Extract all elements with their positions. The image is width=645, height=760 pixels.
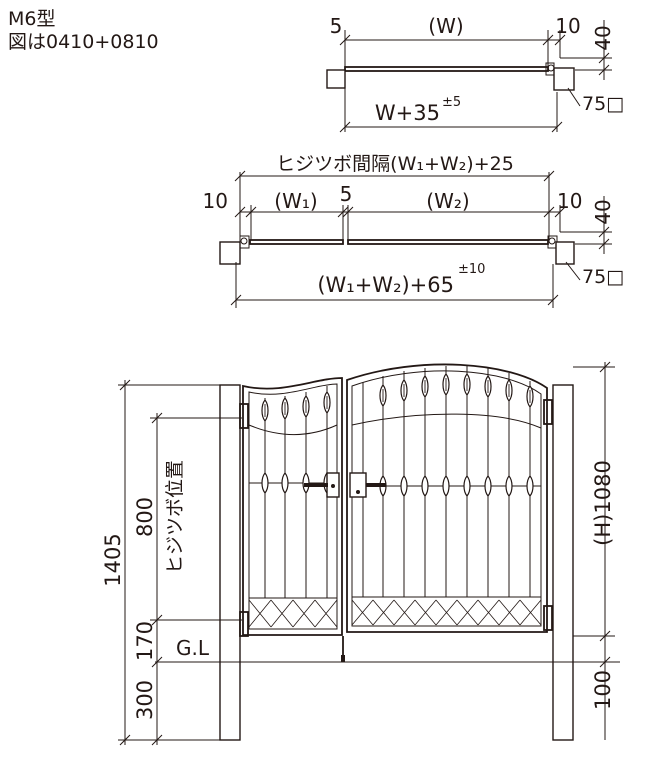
dim-double-left: 10 — [203, 189, 228, 213]
hinge-position-label: ヒジツボ位置 — [164, 460, 186, 574]
dim-single-left: 5 — [330, 14, 343, 38]
dim-single-total: W+35 — [375, 101, 440, 125]
post-right-plan-single — [553, 67, 575, 91]
dim-double-depth: 40 — [591, 199, 615, 224]
post-right-elevation — [552, 384, 574, 741]
dim-single-width: (W) — [428, 14, 463, 38]
dim-double-w2: (W₂) — [426, 189, 469, 213]
post-left-elevation — [219, 384, 241, 741]
dim-embed-depth: 300 — [133, 680, 157, 720]
dim-ground-clearance: 100 — [591, 670, 615, 710]
post-left-plan-single — [326, 69, 346, 89]
post-size-single: 75□ — [582, 93, 624, 115]
dim-double-total: (W₁+W₂)+65 — [317, 273, 454, 297]
gate-elevation — [118, 361, 620, 746]
dim-overall-height: 1405 — [101, 533, 125, 586]
dim-double-gap: 5 — [340, 182, 353, 206]
dim-hinge-span-vertical: 800 — [133, 497, 157, 537]
dim-single-total-tolerance: ±5 — [442, 95, 461, 110]
dim-double-total-tolerance: ±10 — [458, 262, 485, 277]
dim-single-right: 10 — [555, 14, 580, 38]
plan-single-gate — [326, 20, 612, 133]
dim-hinge-span: ヒジツボ間隔(W₁+W₂)+25 — [276, 153, 514, 175]
model-label: M6型 — [8, 8, 56, 30]
dim-single-depth: 40 — [591, 25, 615, 50]
dim-bottom-gap: 170 — [133, 621, 157, 661]
ground-level-label: G.L — [176, 636, 210, 660]
post-size-double: 75□ — [582, 266, 624, 288]
figure-note: 図は0410+0810 — [8, 31, 159, 53]
dim-double-w1: (W₁) — [274, 189, 317, 213]
plan-double-gate — [219, 170, 612, 308]
post-left-plan-double — [219, 241, 241, 265]
dim-double-right: 10 — [557, 189, 582, 213]
dim-gate-height: (H)1080 — [591, 460, 615, 546]
post-right-plan-double — [555, 241, 575, 265]
drawing-header: M6型 図は0410+0810 — [8, 8, 159, 54]
